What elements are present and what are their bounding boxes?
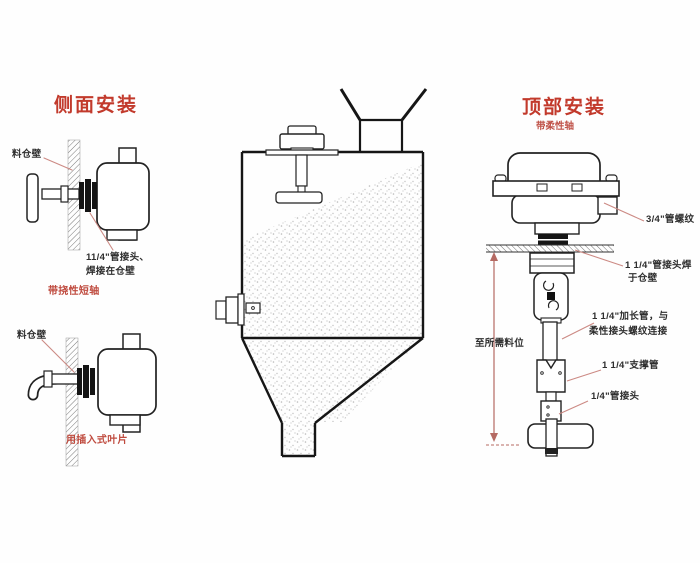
insert-paddle-caption: 用插入式叶片 bbox=[66, 435, 128, 446]
top-mount-assembly-drawing bbox=[486, 152, 645, 457]
top-mount-subtitle: 带柔性轴 bbox=[536, 121, 575, 132]
small-fitting-label: 1/4"管接头 bbox=[591, 391, 640, 402]
level-range-dimension bbox=[486, 252, 521, 446]
support-pipe-label: 1 1/4"支撑管 bbox=[602, 360, 659, 371]
fitting-note-line1: 11/4"管接头、 bbox=[86, 252, 150, 263]
fitting-note-line2: 焊接在仓壁 bbox=[86, 266, 136, 277]
extension-label-line1: 1 1/4"加长管，与 bbox=[592, 311, 669, 322]
extension-label-line2: 柔性接头螺纹连接 bbox=[589, 326, 668, 337]
top-mount-title: 顶部安装 bbox=[522, 97, 607, 118]
hopper-side-unit bbox=[215, 293, 261, 326]
fitting-label-line2: 于仓壁 bbox=[628, 273, 658, 284]
side-mount-flexible-shaft-drawing bbox=[26, 139, 150, 251]
pipe-thread-label: 3/4"管螺纹 bbox=[646, 214, 695, 225]
hopper-top-unit bbox=[265, 125, 339, 204]
side-mount-title: 侧面安装 bbox=[54, 95, 139, 116]
leader-lines bbox=[558, 202, 645, 415]
fitting-label-line1: 1 1/4"管接头焊 bbox=[625, 260, 692, 271]
hopper-drawing bbox=[215, 88, 428, 458]
flexible-shaft-caption: 带挠性短轴 bbox=[48, 286, 100, 297]
side-mount-insert-paddle-drawing bbox=[27, 333, 157, 467]
wall-label-top: 料仓壁 bbox=[12, 149, 42, 160]
wall-label-bottom: 料仓壁 bbox=[17, 330, 47, 341]
level-range-label: 至所需料位 bbox=[475, 338, 525, 349]
